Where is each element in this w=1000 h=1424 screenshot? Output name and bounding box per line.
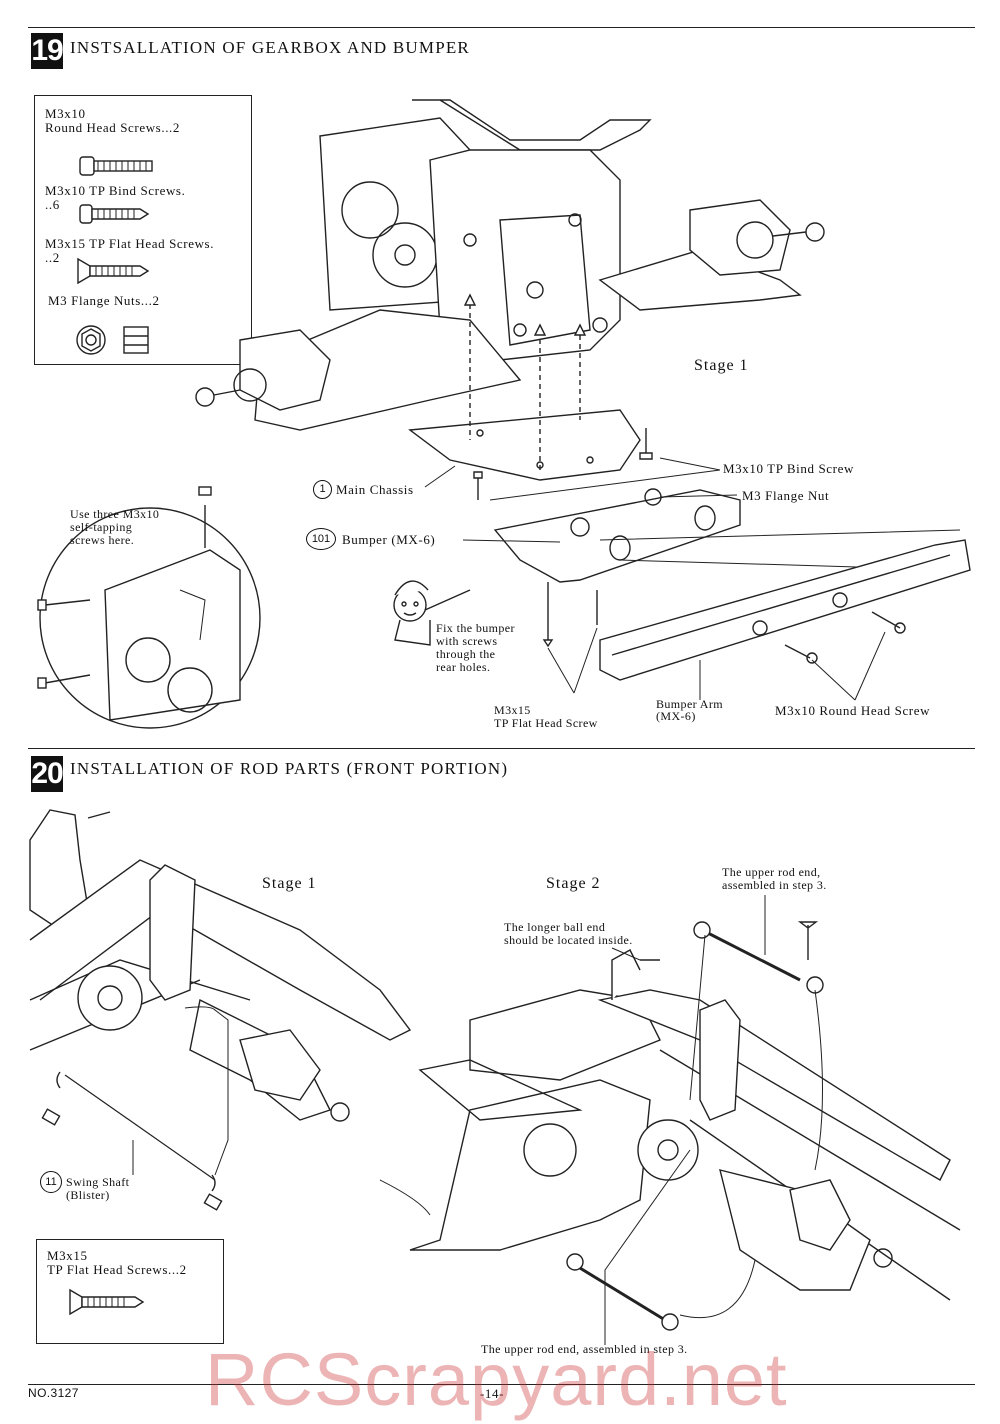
longer-ball-end-note: The longer ball end should be located in… [504,920,633,947]
part-label: M3x10 TP Bind Screws. [45,183,186,198]
parts-box-19 [34,95,252,365]
site-watermark: RCScrapyard.net [205,1338,788,1421]
upper-rod-end-note-bottom: The upper rod end, assembled in step 3. [481,1342,688,1356]
section-rule [28,748,975,749]
step-19-title: INSTSALLATION OF GEARBOX AND BUMPER [70,38,470,57]
bumper-arm-label: Bumper Arm (MX-6) [656,697,723,723]
flat-head-screw-icon [77,257,150,285]
part-qty: ..2 [45,250,60,265]
flange-nut-label: M3 Flange Nut [742,488,830,503]
part-label: M3x10 [45,106,86,121]
step-number-19: 19 [31,33,64,69]
bumper-illustration [493,488,961,648]
part-label: M3x15 TP Flat Head Screws. [45,236,215,251]
part-desc: Round Head Screws...2 [45,120,180,135]
round-head-screw-icon [79,156,153,176]
use-three-screws-note: Use three M3x10 self-tapping screws here… [70,507,160,547]
stage-1-illustration [29,809,412,1211]
step-20-title: INSTALLATION OF ROD PARTS (FRONT PORTION… [70,759,509,778]
tp-bind-screw-icon [79,204,150,224]
document-number: NO.3127 [28,1386,79,1400]
swing-shaft-number: 11 [40,1171,62,1193]
round-head-screw-label: M3x10 Round Head Screw [775,703,931,718]
detail-circle-illustration [37,486,261,729]
top-rule [28,27,975,28]
mechanic-cartoon [393,580,471,646]
step-20-stage-2-label: Stage 2 [546,875,601,892]
upper-rod-end-note-top: The upper rod end, assembled in step 3. [722,865,827,892]
flat-head-screw-icon [69,1288,145,1316]
step-number-20: 20 [31,756,64,792]
parts-box-20 [36,1239,224,1344]
part-qty: ..6 [45,197,60,212]
main-chassis-number: 1 [313,480,332,499]
gearbox-assembly-illustration [195,99,825,500]
step-19-stage-label: Stage 1 [694,357,749,374]
flat-head-screw-label: M3x15 TP Flat Head Screw [494,703,598,730]
fix-bumper-note: Fix the bumper with screws through the r… [436,621,515,674]
stage-2-illustration [379,895,961,1345]
main-chassis-label: Main Chassis [336,482,414,497]
footer-rule [28,1384,975,1385]
bumper-label: Bumper (MX-6) [342,532,436,547]
part-label: M3 Flange Nuts...2 [48,293,160,308]
part-label: M3x15 [47,1248,88,1263]
page-number: -14- [480,1386,505,1401]
step-20-stage-1-label: Stage 1 [262,875,317,892]
bumper-number: 101 [306,528,336,550]
flange-nut-icon [76,325,149,355]
swing-shaft-label: Swing Shaft (Blister) [66,1175,130,1202]
tp-bind-screw-label: M3x10 TP Bind Screw [723,461,854,476]
part-desc: TP Flat Head Screws...2 [47,1262,187,1277]
bumper-arm-illustration [599,539,971,681]
